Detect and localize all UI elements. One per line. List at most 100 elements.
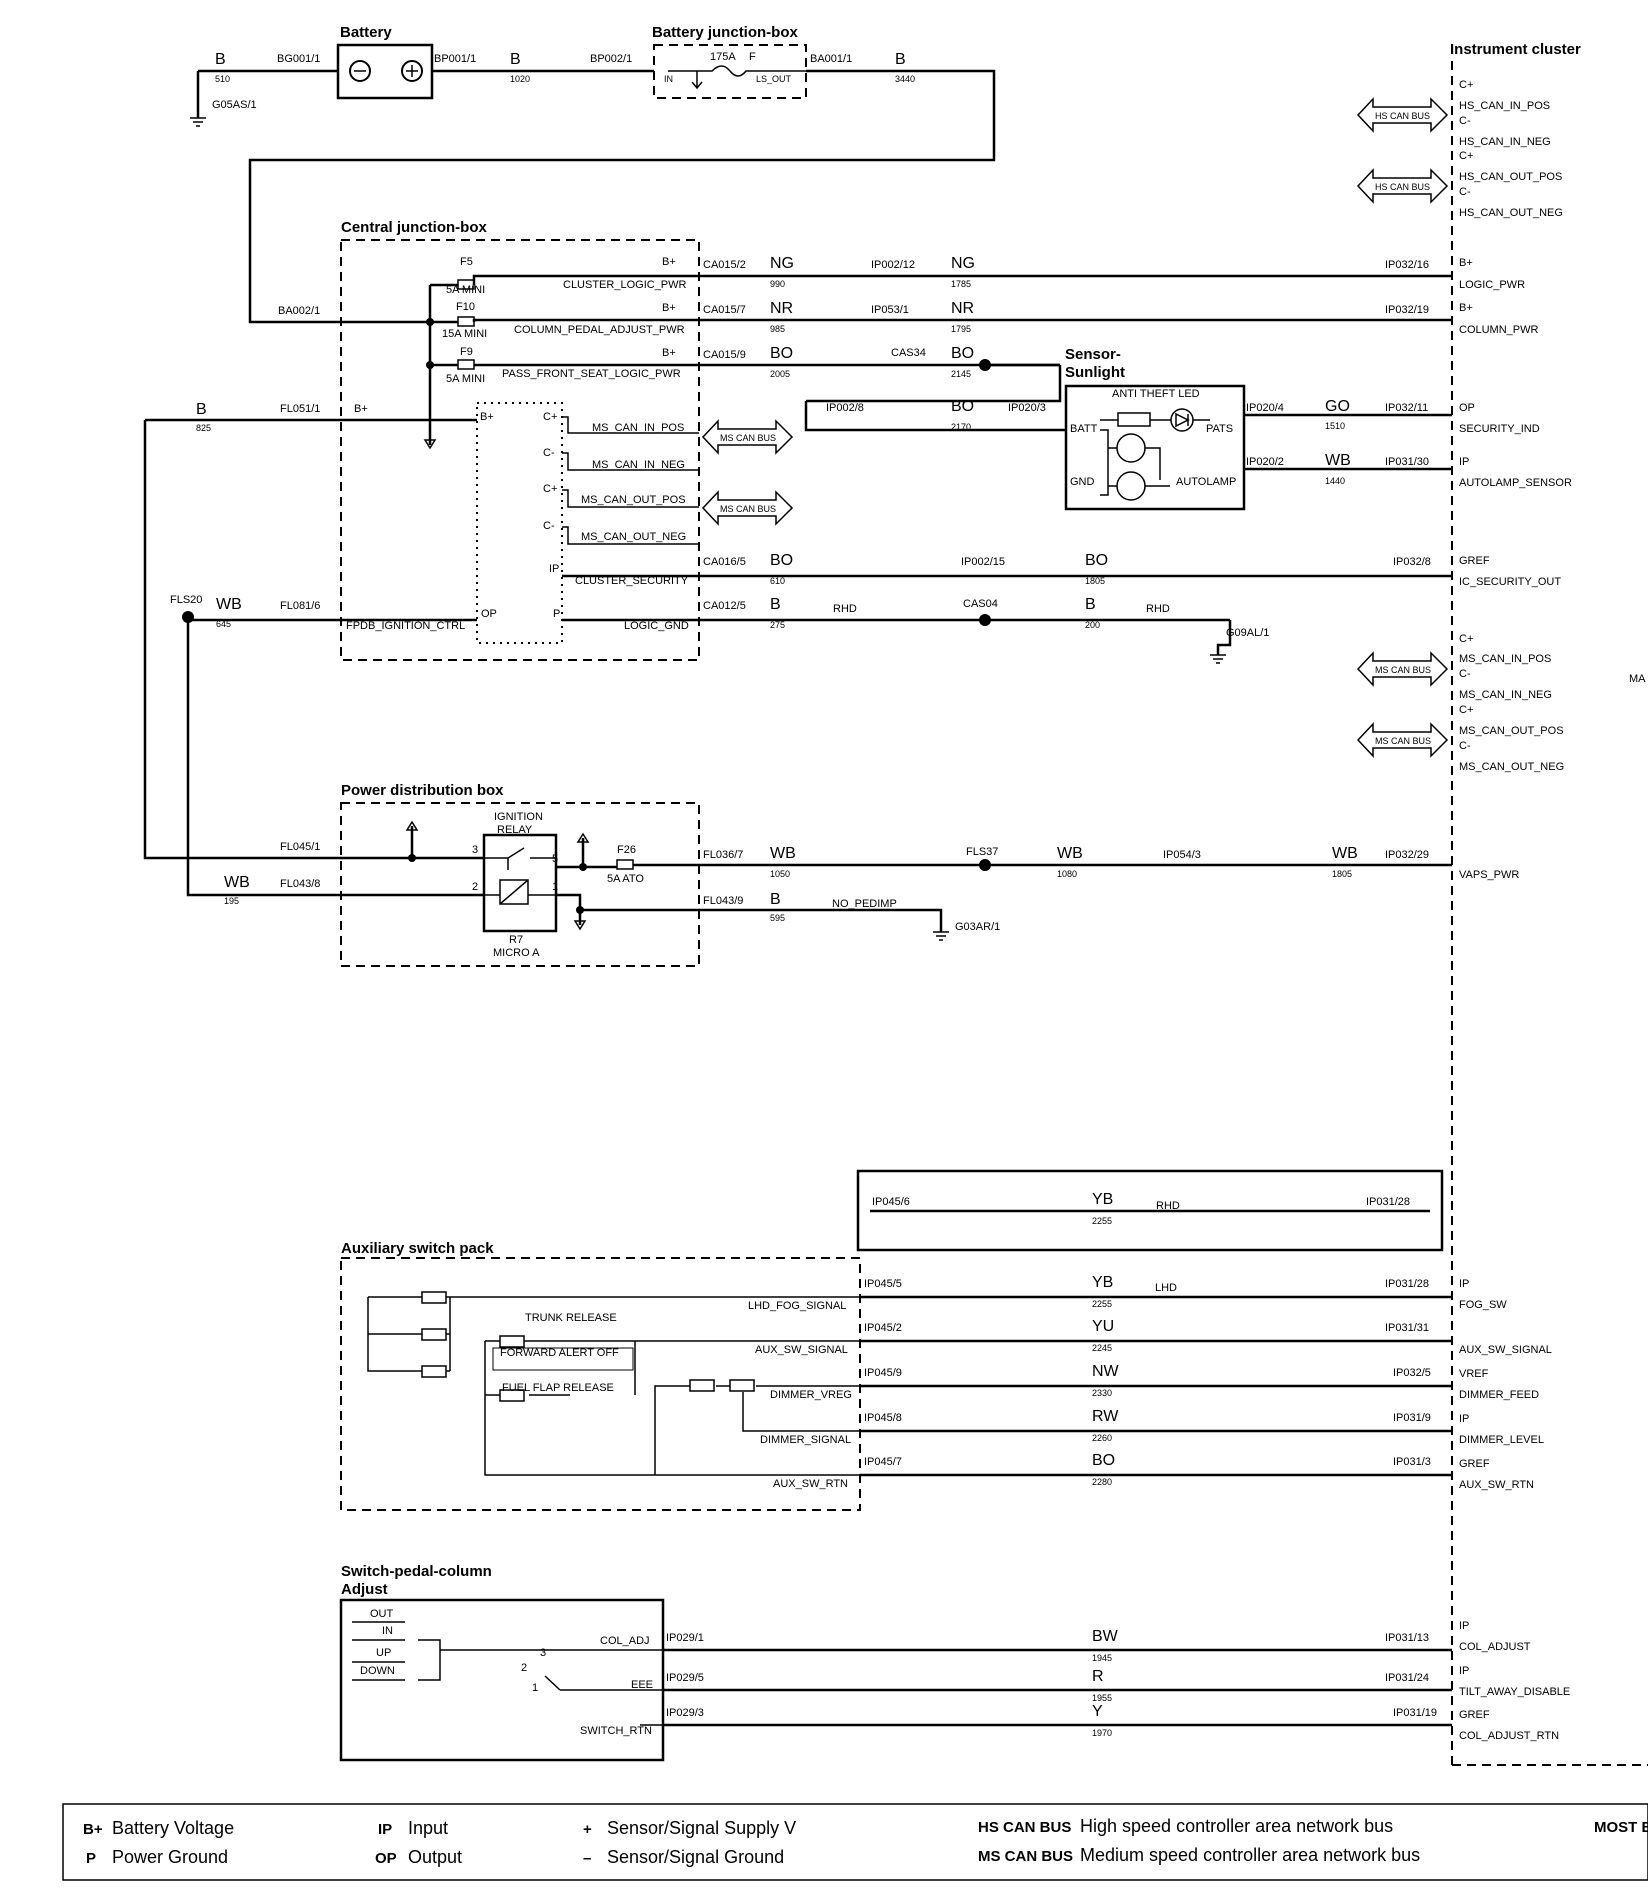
anti-theft-led: ANTI THEFT LED [1112,388,1200,400]
instrument-cluster-title: Instrument cluster [1450,41,1581,58]
wire-645-number: 645 [216,619,231,629]
wire-2170: 2170 [951,422,971,432]
svg-text:DOWN: DOWN [360,1665,395,1677]
wire-2280: 2280 [1092,1477,1112,1487]
svg-text:MS_CAN_OUT_NEG: MS_CAN_OUT_NEG [1459,761,1564,773]
svg-text:DIMMER_FEED: DIMMER_FEED [1459,1389,1539,1401]
ignition-relay-label: IGNITION [494,811,543,823]
wire-595: 595 [770,913,785,923]
connector-ip029-1: IP029/1 [666,1632,704,1644]
wire-yu: YU [1092,1318,1114,1335]
svg-text:LOGIC_PWR: LOGIC_PWR [1459,279,1525,291]
svg-text:C+: C+ [1459,704,1473,716]
fuse-175a: 175A [710,51,736,63]
wire-2260: 2260 [1092,1433,1112,1443]
splice-cas04: CAS04 [963,598,998,610]
connector-bg001: BG001/1 [277,53,320,65]
connector-ip045-5: IP045/5 [864,1278,902,1290]
wire-bo-aux: BO [1092,1452,1115,1469]
hs-can-bus-arrow-1: HS CAN BUS [1356,97,1449,133]
cjb-bplus-1: B+ [662,256,676,268]
svg-text:MS CAN BUS: MS CAN BUS [1375,736,1431,746]
connector-ip053-1: IP053/1 [871,304,909,316]
wire-2145: 2145 [951,369,971,379]
svg-text:Output: Output [408,1847,462,1867]
module-cminus-2: C- [543,520,555,532]
svg-text:C+: C+ [1459,633,1473,645]
fuse-f9-rating: 5A MINI [446,373,485,385]
connector-ip031-28: IP031/28 [1385,1278,1429,1290]
svg-text:OUT: OUT [370,1608,394,1620]
wire-yb-lhd: YB [1092,1274,1113,1291]
fuse-f10-rating: 15A MINI [442,328,487,340]
wire-1510: 1510 [1325,421,1345,431]
connector-bp001: BP001/1 [434,53,476,65]
svg-text:Input: Input [408,1818,448,1838]
module-op: OP [481,608,497,620]
connector-ip054-3: IP054/3 [1163,849,1201,861]
svg-text:MS CAN BUS: MS CAN BUS [978,1848,1073,1865]
svg-text:C-: C- [1459,740,1471,752]
svg-text:MOST B: MOST B [1594,1819,1648,1836]
cluster-pin-labels: C+ HS_CAN_IN_POS C- HS_CAN_IN_NEG C+ HS_… [1459,79,1646,1742]
svg-text:COL_ADJ: COL_ADJ [600,1635,650,1647]
module-p: P [553,608,560,620]
ignition-relay-box [482,833,558,933]
wire-825-color: B [196,401,207,418]
svg-text:IP: IP [378,1821,392,1838]
cjb-bplus-3: B+ [662,347,676,359]
module-cplus-2: C+ [543,483,557,495]
svg-text:EEE: EEE [631,1679,653,1691]
ignition-relay-label-2: RELAY [497,824,533,836]
auxiliary-switch-pack-title: Auxiliary switch pack [341,1240,494,1257]
svg-text:MS_CAN_IN_POS: MS_CAN_IN_POS [1459,653,1551,665]
svg-text:IP: IP [1459,1413,1469,1425]
wire-y: Y [1092,1703,1103,1720]
svg-text:AUX_SW_SIGNAL: AUX_SW_SIGNAL [1459,1344,1552,1356]
splice-cas34: CAS34 [891,347,926,359]
wire-275: 275 [770,620,785,630]
battery-positive-terminal [401,60,423,82]
svg-text:SECURITY_IND: SECURITY_IND [1459,423,1540,435]
module-ip: IP [549,563,559,575]
svg-text:MS CAN BUS: MS CAN BUS [720,504,776,514]
svg-text:B+: B+ [83,1821,103,1838]
legend: B+ Battery Voltage P Power Ground IP Inp… [83,1816,1648,1867]
connector-fl043-9: FL043/9 [703,895,743,907]
wire-bo-1: BO [770,345,793,362]
connector-ip020-2: IP020/2 [1246,456,1284,468]
fuse-f26-rating: 5A ATO [607,873,644,885]
ms-can-bus-arrow-cluster-2: MS CAN BUS [1356,722,1449,758]
wire-wb-1080: WB [1057,845,1083,862]
ms-can-in-pos: MS_CAN_IN_POS [592,422,684,434]
connector-ip045-6: IP045/6 [872,1196,910,1208]
battery-junction-box-title: Battery junction-box [652,24,798,41]
wire-ng-1: NG [770,255,794,272]
rhd-option-box [856,1169,1444,1252]
connector-fl043-8: FL043/8 [280,878,320,890]
connector-ip029-3: IP029/3 [666,1707,704,1719]
battery-title: Battery [340,24,392,41]
power-distribution-box [340,802,700,967]
connector-ca016-5: CA016/5 [703,556,746,568]
logic-gnd: LOGIC_GND [624,620,689,632]
wire-bo-4: BO [770,552,793,569]
svg-text:IP: IP [1459,1278,1469,1290]
forward-alert-off: FORWARD ALERT OFF [500,1347,619,1359]
svg-text:HS_CAN_OUT_POS: HS_CAN_OUT_POS [1459,171,1562,183]
relay-pin-2: 2 [472,881,478,893]
wire-985: 985 [770,324,785,334]
ms-can-out-pos: MS_CAN_OUT_POS [581,494,686,506]
ms-can-out-neg: MS_CAN_OUT_NEG [581,531,686,543]
connector-ca015-9: CA015/9 [703,349,746,361]
svg-text:HS CAN BUS: HS CAN BUS [1375,111,1430,121]
wire-1080: 1080 [1057,869,1077,879]
wire-wb-autolamp: WB [1325,452,1351,469]
switch-pedal-column-title-2: Adjust [341,1581,388,1598]
svg-text:AUTOLAMP_SENSOR: AUTOLAMP_SENSOR [1459,477,1572,489]
svg-text:Sensor/Signal Ground: Sensor/Signal Ground [607,1847,784,1867]
wire-3440-number: 3440 [895,74,915,84]
instrument-cluster-box [1451,60,1648,1766]
wire-wb-1805: WB [1332,845,1358,862]
svg-text:GREF: GREF [1459,1458,1490,1470]
